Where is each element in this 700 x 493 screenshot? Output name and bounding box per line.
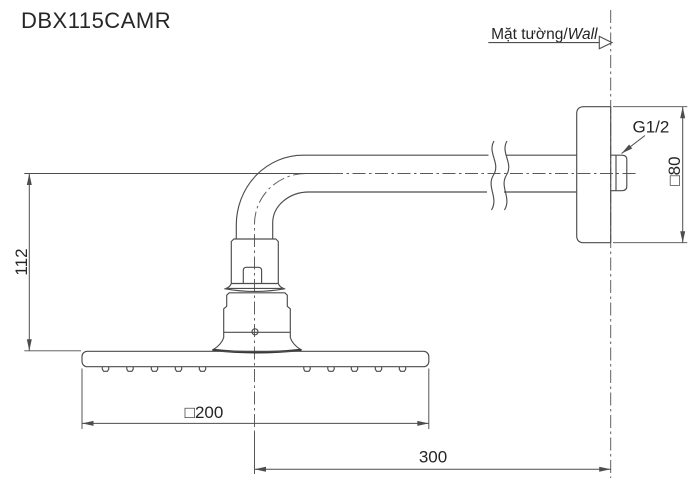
shower-head [81,292,430,372]
nozzle [126,366,134,372]
head-hub-outline [213,292,301,351]
wall-label: Mặt tường/Wall [491,26,598,43]
drawing-title: DBX115CAMR [21,8,171,33]
wall-direction-arrow-icon [598,35,614,50]
nozzle [374,366,383,372]
hub-screw-icon [251,328,259,336]
nozzle [350,366,359,372]
nozzle [398,366,407,372]
housing-skirt-rim [224,288,286,293]
dimension-112: 112 [12,173,330,352]
dimension-300-label: 300 [419,448,447,467]
housing-inner-detail [242,266,263,284]
dimension-200: □200 [81,368,430,429]
centerlines [254,10,637,478]
ball-joint-housing [224,238,286,293]
nozzle [327,366,335,372]
pipe-break-symbol [490,140,510,211]
wall-label-group: Mặt tường/Wall [488,26,614,50]
break-curve-left [490,140,497,211]
nozzle [150,366,159,372]
break-curve-right [503,140,510,211]
dimension-112-label: 112 [12,248,31,275]
wall-label-vietnamese: Mặt tường/ [491,26,568,43]
spray-nozzles [101,366,407,372]
nozzle [101,366,110,372]
nozzle [303,366,311,372]
wall-label-english: Wall [568,26,598,43]
thread-size-label: G1/2 [633,118,670,137]
dimension-80: □80 [613,106,688,244]
elbow-outer-curve [235,154,304,239]
housing-skirt [225,283,285,289]
shower-arm [235,154,577,239]
wall-flange [576,106,628,244]
dimension-80-label: □80 [665,156,684,185]
nozzle [198,366,207,372]
dimension-200-label: □200 [185,403,224,422]
dimension-300: 300 [254,432,611,474]
elbow-inner-curve [272,191,310,239]
thread-callout: G1/2 [621,118,670,154]
thread-leader-line [621,135,646,154]
head-face-plate [81,350,430,368]
thread-nipple-outline [610,154,628,192]
flange-plate-outline [576,106,611,244]
nozzle [174,366,183,372]
head-centerline [254,173,307,432]
